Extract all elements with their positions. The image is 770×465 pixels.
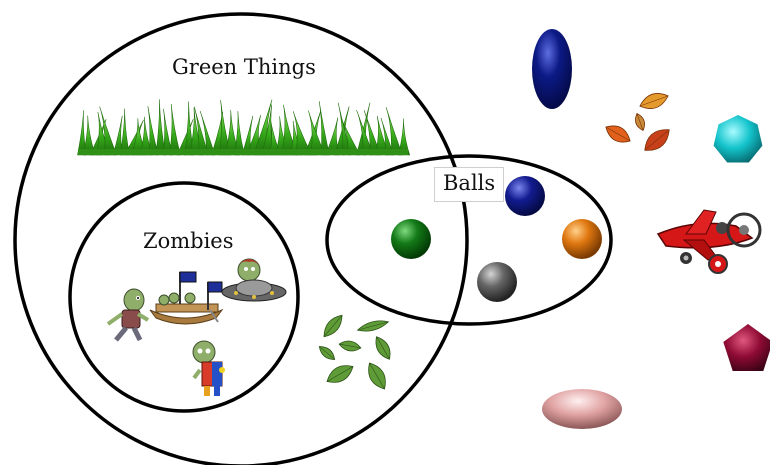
green-ball-icon xyxy=(391,219,431,259)
gray-ball-icon xyxy=(477,262,517,302)
green-leaves-icon xyxy=(317,312,395,393)
crimson-pentagon-icon xyxy=(723,324,770,371)
orange-ball-icon xyxy=(562,219,602,259)
balls-label: Balls xyxy=(443,171,495,195)
green-things-label: Green Things xyxy=(172,55,316,79)
blue-ball-icon xyxy=(505,176,545,216)
red-airplane-icon xyxy=(658,210,760,273)
autumn-leaves-icon xyxy=(602,89,674,156)
cyan-heptagon-icon xyxy=(714,115,763,163)
zombie-jester-icon xyxy=(193,341,225,396)
zombie-boat-icon xyxy=(150,272,222,324)
blue-ellipse-icon xyxy=(532,29,572,109)
zombie-ufo-icon xyxy=(222,259,286,301)
grass-icon xyxy=(78,99,410,155)
zombie-icon xyxy=(108,289,148,340)
pink-ellipse-icon xyxy=(542,389,622,429)
zombies-label: Zombies xyxy=(143,229,234,253)
